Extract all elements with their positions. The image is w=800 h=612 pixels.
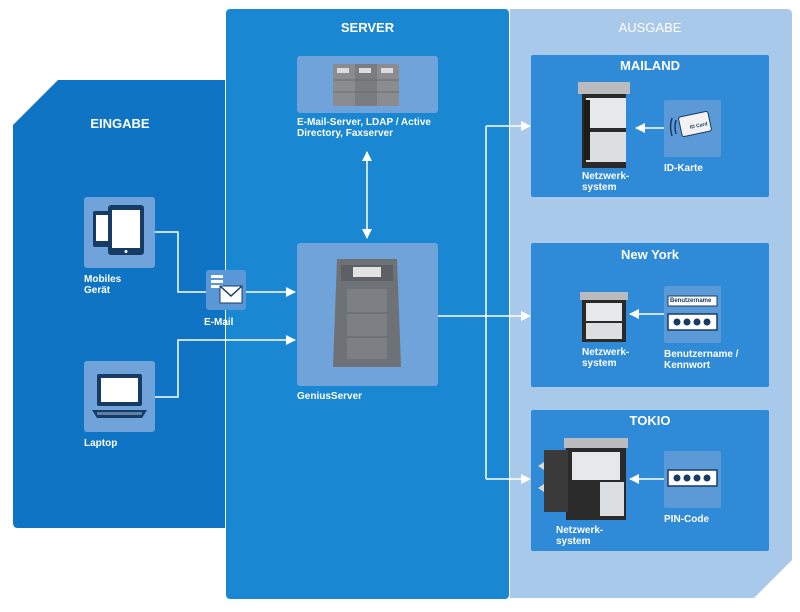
location-title-mailand: MAILAND <box>620 58 680 73</box>
password-field-icon <box>667 295 718 331</box>
auth-label-mailand: ID-Karte <box>664 163 703 174</box>
genius-server-label: GeniusServer <box>297 391 363 402</box>
input-section-title: EINGABE <box>90 116 150 131</box>
auth-label-new-york: Benutzername / Kennwort <box>664 349 739 371</box>
mobile-device-tile <box>84 197 155 268</box>
username-field-text: Benutzername <box>670 298 712 304</box>
location-title-tokio: TOKIO <box>629 413 671 428</box>
auth-label-tokio: PIN-Code <box>664 514 709 525</box>
server-section-title: SERVER <box>340 20 395 35</box>
connector-mobile-email <box>155 231 206 293</box>
mobile-device-label: Mobiles Gerät <box>84 274 122 296</box>
id-card-tile <box>664 100 721 157</box>
id-card-icon <box>669 110 712 138</box>
laptop-icon <box>92 374 147 418</box>
device-label-mailand: Netzwerk- system <box>582 171 630 193</box>
email-envelope-icon <box>211 275 243 304</box>
location-title-new-york: New York <box>620 247 680 262</box>
backend-servers-label: E-Mail-Server, LDAP / Active Directory, … <box>297 117 431 139</box>
laptop-tile <box>84 361 155 432</box>
backend-servers-tile <box>297 56 438 113</box>
server-rack-icon <box>333 64 399 106</box>
email-label: E-Mail <box>204 317 234 328</box>
connector-laptop-genius <box>155 335 296 398</box>
login-tile <box>664 286 721 343</box>
email-tile <box>206 270 246 310</box>
genius-server-icon <box>333 259 401 367</box>
location-box-new-york <box>531 243 769 387</box>
pin-tile <box>664 451 721 508</box>
pin-code-icon <box>667 469 718 487</box>
output-section-title: AUSGABE <box>618 20 682 35</box>
device-label-new-york: Netzwerk- system <box>582 347 630 369</box>
genius-server-tile <box>297 243 438 386</box>
laptop-label: Laptop <box>84 438 118 449</box>
device-label-tokio: Netzwerk- system <box>556 525 604 547</box>
tablet-phone-icon <box>93 205 144 255</box>
input-panel <box>13 80 225 528</box>
location-box-mailand <box>531 55 769 197</box>
